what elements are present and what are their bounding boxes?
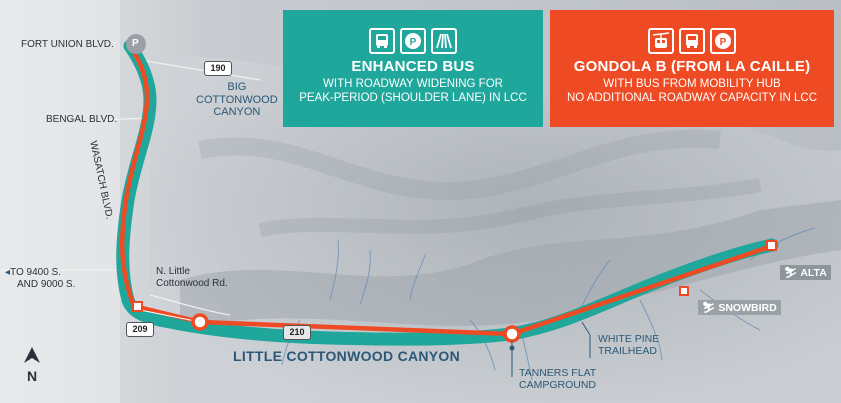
enhanced-bus-panel: P ENHANCED BUS WITH ROADWAY WIDENING FOR… — [283, 10, 543, 127]
parking-icon: P — [710, 28, 736, 54]
route-210-shield: 210 — [283, 325, 311, 340]
gondola-b-subtitle: WITH BUS FROM MOBILITY HUB NO ADDITIONAL… — [566, 78, 818, 104]
bus-icon — [369, 28, 395, 54]
gondola-b-panel: P GONDOLA B (FROM LA CAILLE) WITH BUS FR… — [550, 10, 834, 127]
canyon-label: LITTLE COTTONWOOD CANYON — [233, 348, 461, 364]
big-cottonwood-label: BIG COTTONWOOD CANYON — [196, 81, 278, 119]
parking-icon: P — [400, 28, 426, 54]
svg-text:P: P — [410, 37, 417, 48]
white-pine-label: WHITE PINE TRAILHEAD — [598, 333, 660, 358]
to-9400-label: ◂TO 9400 S. AND 9000 S. — [5, 267, 76, 290]
arrow-left-icon: ◂ — [5, 267, 11, 278]
fort-union-label: FORT UNION BLVD. — [21, 39, 114, 50]
bengal-label: BENGAL BLVD. — [46, 114, 118, 125]
n-little-cottonwood-label: N. Little Cottonwood Rd. — [156, 266, 228, 289]
svg-text:P: P — [720, 37, 727, 48]
route-209-shield: 209 — [126, 322, 154, 337]
route-190-shield: 190 — [204, 61, 232, 76]
enhanced-bus-icons: P — [283, 28, 543, 54]
enhanced-bus-subtitle: WITH ROADWAY WIDENING FOR PEAK-PERIOD (S… — [299, 78, 527, 104]
bus-icon — [679, 28, 705, 54]
gondola-icon — [648, 28, 674, 54]
roadway-widening-icon — [431, 28, 457, 54]
skier-icon: ⛷ — [702, 302, 716, 314]
north-arrow: N — [22, 347, 42, 384]
snowbird-label: ⛷ SNOWBIRD — [698, 300, 781, 315]
north-arrow-icon — [24, 347, 40, 363]
gondola-b-title: GONDOLA B (FROM LA CAILLE) — [573, 58, 811, 75]
alta-label: ⛷ ALTA — [780, 265, 831, 280]
gondola-b-icons: P — [550, 28, 834, 54]
skier-icon: ⛷ — [784, 267, 798, 279]
tanners-flat-label: TANNERS FLAT CAMPGROUND — [519, 367, 597, 392]
enhanced-bus-title: ENHANCED BUS — [351, 58, 475, 75]
